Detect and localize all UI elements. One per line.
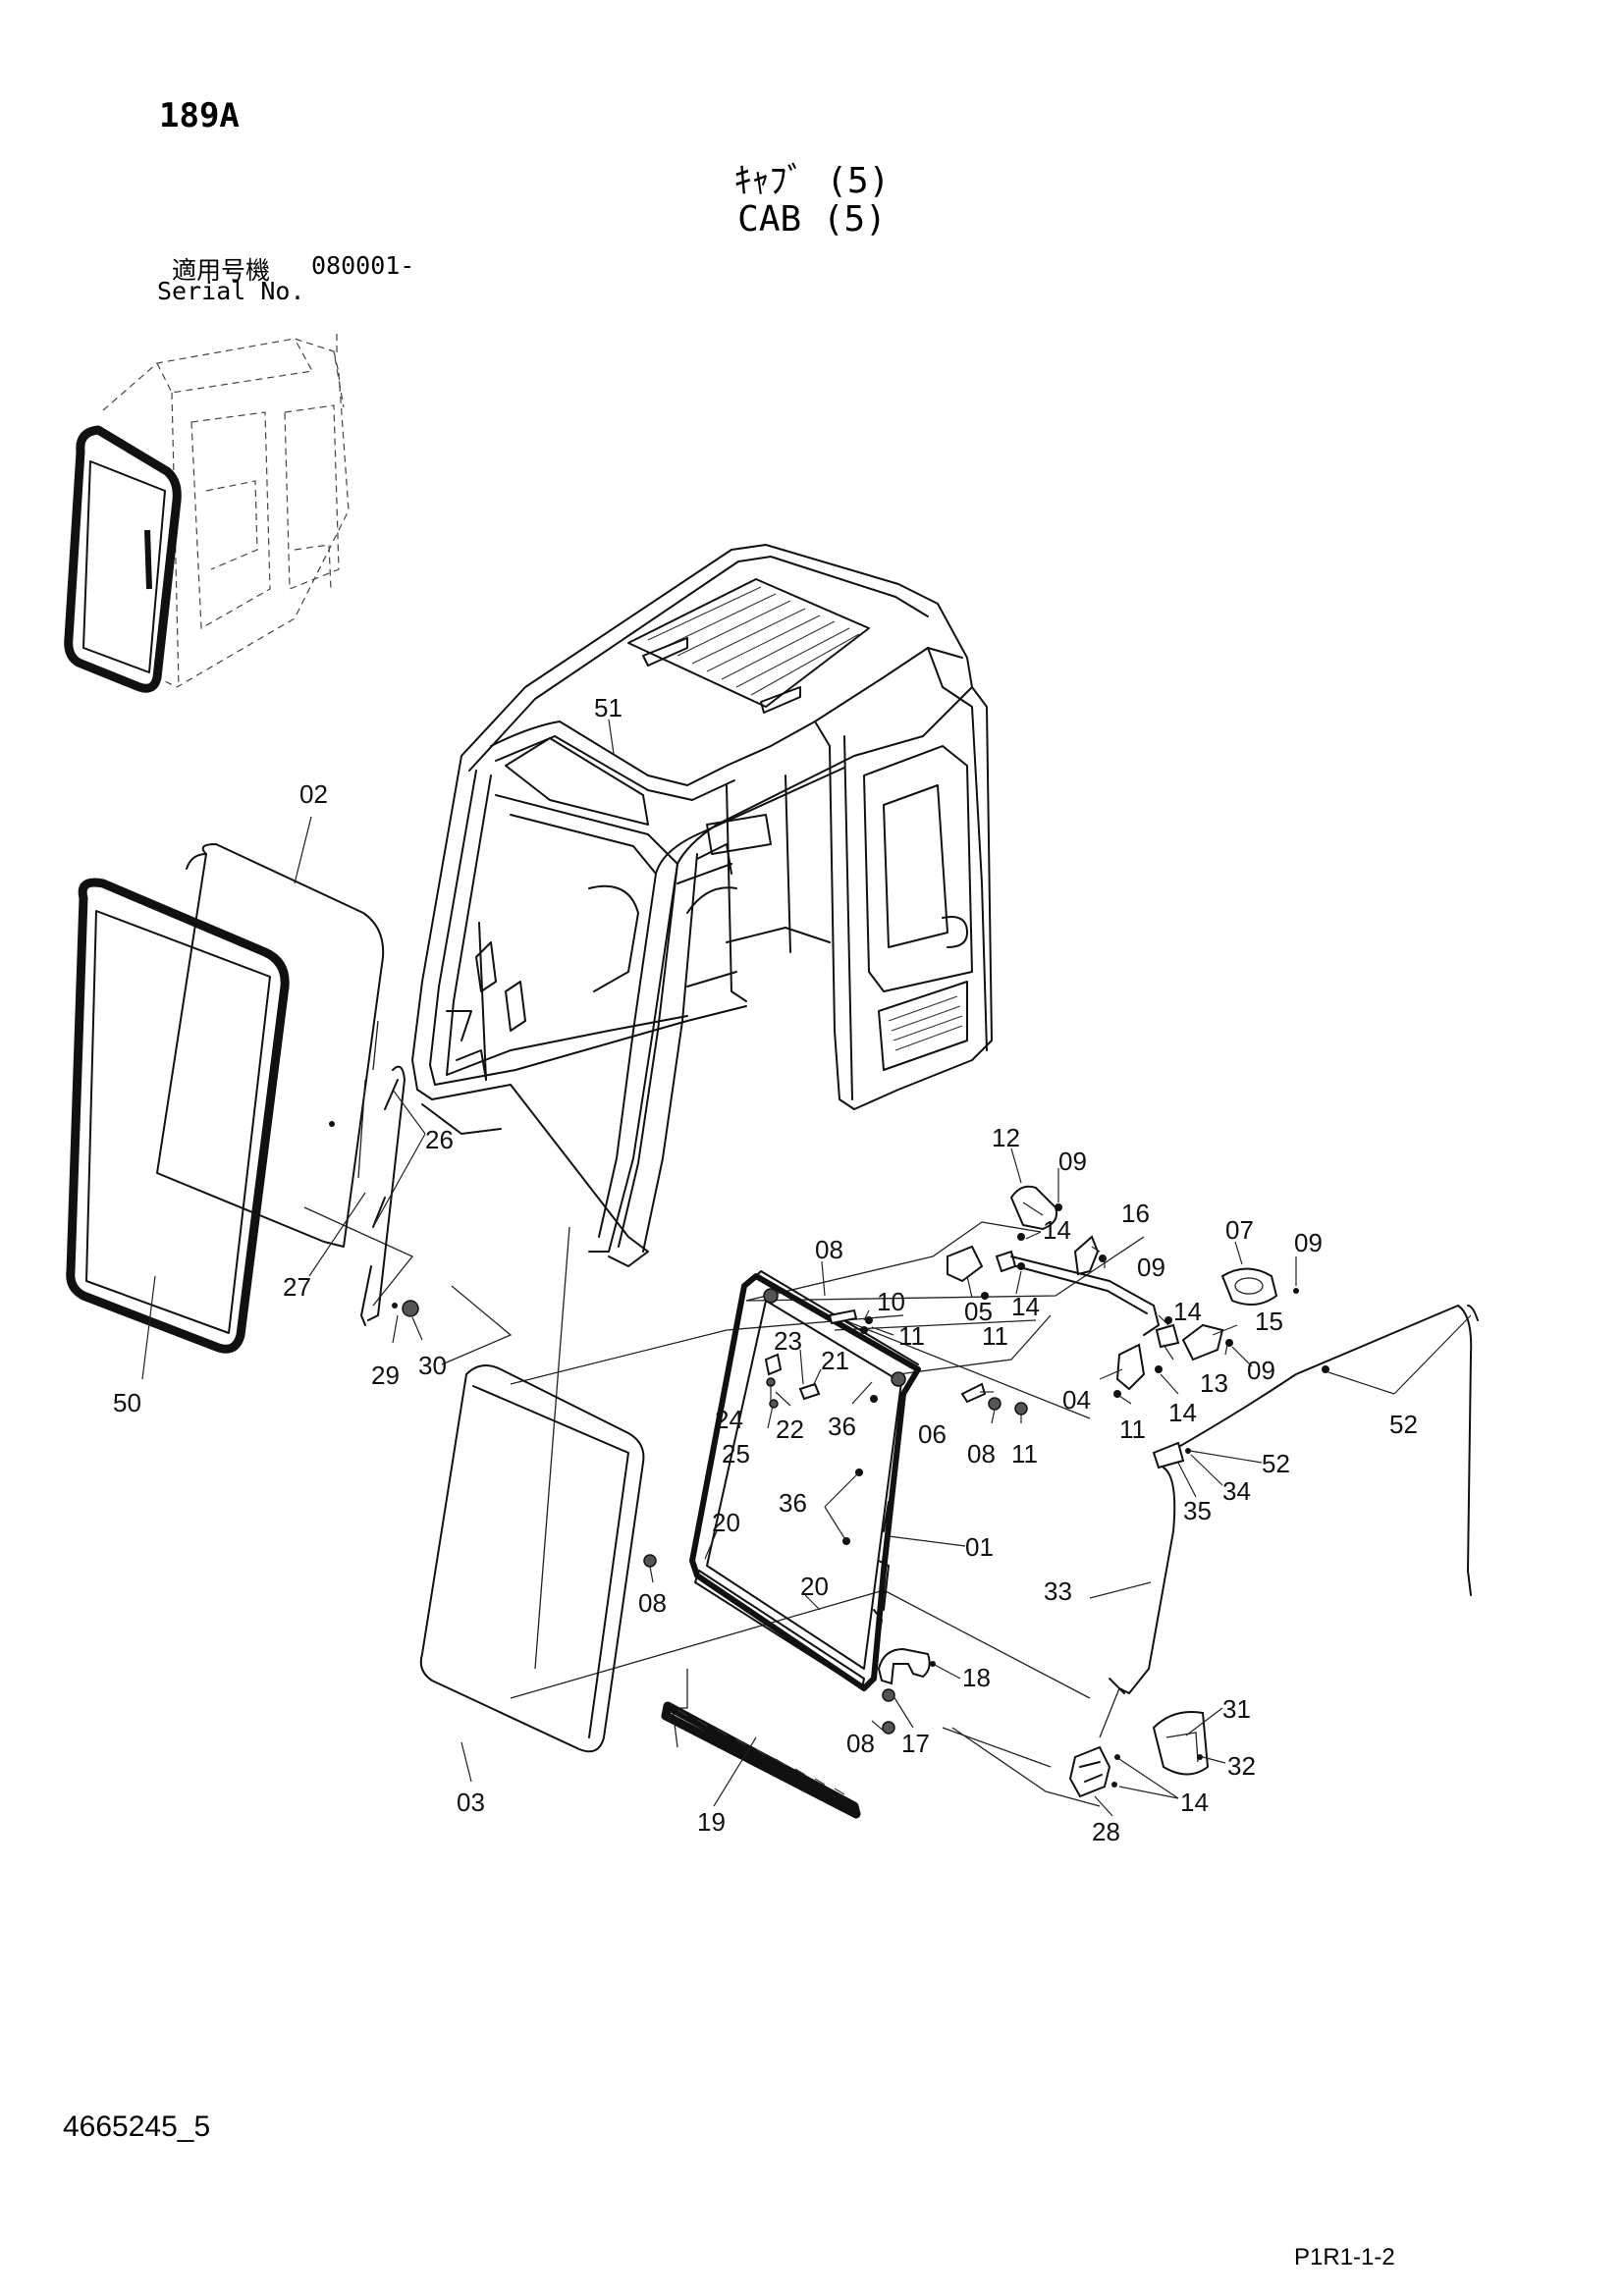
callout-14e: 14 (1180, 1788, 1209, 1817)
callout-06: 06 (918, 1419, 947, 1449)
callout-20a: 20 (712, 1508, 740, 1537)
callout-27: 27 (283, 1272, 311, 1302)
callout-08c: 08 (638, 1588, 667, 1618)
callout-09a: 09 (1058, 1147, 1087, 1176)
page-reference: P1R1-1-2 (1294, 2244, 1395, 2270)
callout-36b: 36 (779, 1488, 807, 1518)
callout-14d: 14 (1168, 1398, 1197, 1427)
callout-10: 10 (877, 1287, 905, 1316)
callout-31: 31 (1222, 1694, 1251, 1724)
callout-01: 01 (965, 1532, 994, 1562)
callout-18: 18 (962, 1663, 991, 1692)
callout-29: 29 (371, 1361, 400, 1390)
callout-17: 17 (901, 1729, 930, 1758)
callout-05: 05 (964, 1297, 993, 1326)
projection-lines (303, 1206, 1145, 1807)
callout-32: 32 (1227, 1751, 1256, 1781)
callout-11a: 11 (898, 1321, 925, 1351)
front-glass-lower-assembly (419, 1364, 861, 1819)
cab-thumbnail (64, 334, 350, 693)
callout-11c: 11 (1119, 1415, 1146, 1444)
serial-range: 080001- (311, 251, 415, 280)
callout-11b: 11 (982, 1321, 1008, 1351)
document-number: 4665245_5 (63, 2110, 211, 2143)
serial-label-english: Serial No. (157, 277, 305, 305)
callout-12: 12 (992, 1123, 1020, 1152)
callout-21: 21 (821, 1346, 849, 1375)
callout-14a: 14 (1043, 1215, 1071, 1245)
callout-28: 28 (1092, 1817, 1120, 1846)
callout-09d: 09 (1247, 1356, 1275, 1385)
title-english: CAB (5) (737, 199, 887, 240)
page-code: 189A (159, 96, 240, 135)
callout-09c: 09 (1137, 1253, 1165, 1282)
callout-14c: 14 (1173, 1297, 1202, 1326)
callout-34: 34 (1222, 1476, 1251, 1506)
callout-24: 24 (715, 1405, 743, 1434)
callout-11d: 11 (1011, 1439, 1038, 1468)
door-frame-assembly (689, 1270, 921, 1691)
callout-14b: 14 (1011, 1292, 1040, 1321)
callout-02: 02 (299, 779, 328, 809)
callout-23: 23 (774, 1326, 802, 1356)
callout-26: 26 (425, 1125, 454, 1154)
callout-35: 35 (1183, 1496, 1212, 1525)
callout-09b: 09 (1294, 1228, 1323, 1257)
callout-labels: 51 02 26 27 50 29 30 12 09 14 16 07 09 0… (113, 693, 1418, 1846)
serial-label-japanese: 適用号機 (172, 256, 271, 285)
callout-50: 50 (113, 1388, 141, 1417)
callout-08d: 08 (846, 1729, 875, 1758)
callout-33: 33 (1044, 1576, 1072, 1606)
callout-52a: 52 (1389, 1410, 1418, 1439)
callout-08b: 08 (967, 1439, 996, 1468)
callout-36a: 36 (828, 1412, 856, 1441)
callout-04: 04 (1062, 1385, 1091, 1415)
callout-08a: 08 (815, 1235, 843, 1264)
callout-19: 19 (697, 1807, 726, 1837)
callout-30: 30 (418, 1351, 447, 1380)
callout-15: 15 (1255, 1307, 1283, 1336)
door-hardware (643, 1185, 1479, 1798)
callout-13: 13 (1200, 1368, 1228, 1398)
callout-16: 16 (1121, 1199, 1150, 1228)
callout-22: 22 (776, 1415, 804, 1444)
title-japanese: ｷｬﾌﾞ (5) (733, 161, 891, 201)
callout-51: 51 (594, 693, 623, 722)
callout-25: 25 (722, 1439, 750, 1468)
front-glass-upper-assembly (66, 843, 419, 1354)
callout-20b: 20 (800, 1572, 829, 1601)
callout-03: 03 (457, 1788, 485, 1817)
leader-lines (141, 719, 1472, 1817)
cab-frame (411, 544, 993, 1267)
callout-07: 07 (1225, 1215, 1254, 1245)
callout-52b: 52 (1262, 1449, 1290, 1478)
